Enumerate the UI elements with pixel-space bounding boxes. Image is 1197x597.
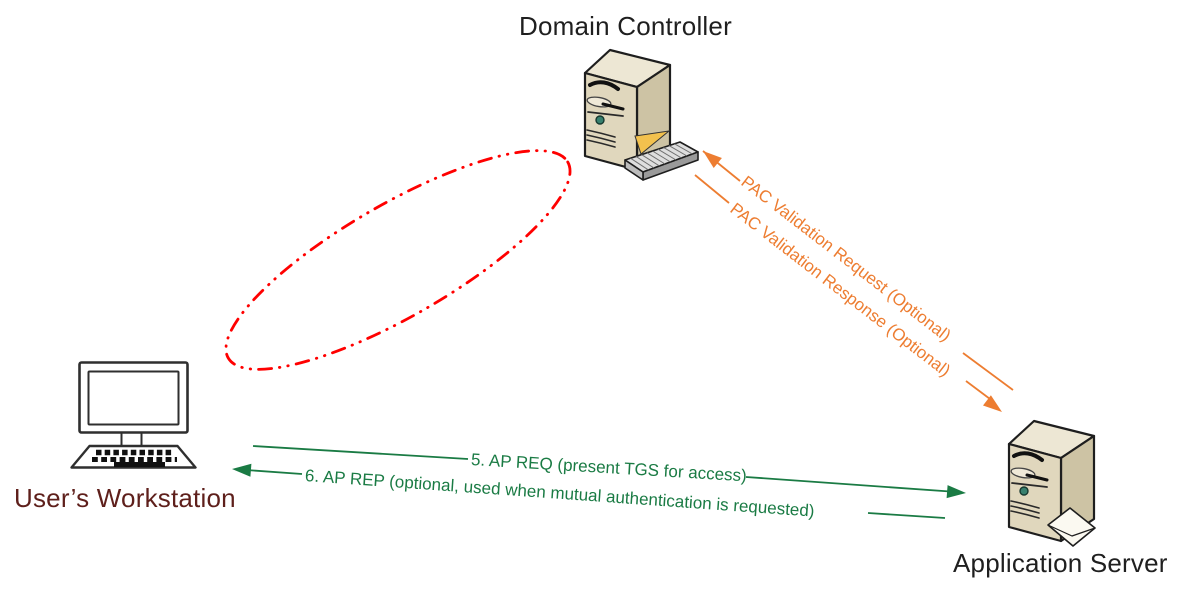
highlight-ellipse	[224, 149, 572, 371]
arrowhead-to-users-workstation	[232, 463, 252, 477]
node-label-domain-controller: Domain Controller	[519, 11, 732, 41]
envelope-icon	[1047, 507, 1096, 547]
arrowhead-to-application-server	[983, 395, 1002, 412]
connector-ap-req	[252, 445, 966, 499]
connector-ap-rep	[232, 463, 946, 519]
arrowhead-to-domain-controller	[703, 151, 722, 168]
node-icon-domain-controller	[583, 48, 699, 181]
node-icon-application-server	[1007, 419, 1096, 547]
keyboard-icon	[624, 141, 699, 181]
stylus-wedge	[634, 130, 671, 155]
node-icon-users-workstation	[70, 361, 197, 469]
node-label-application-server: Application Server	[953, 548, 1168, 578]
node-label-users-workstation: User’s Workstation	[14, 483, 236, 513]
arrowhead-to-application-server	[946, 485, 966, 499]
connector-pac-validation-response	[694, 174, 1002, 412]
connector-pac-validation-request	[702, 150, 1014, 391]
